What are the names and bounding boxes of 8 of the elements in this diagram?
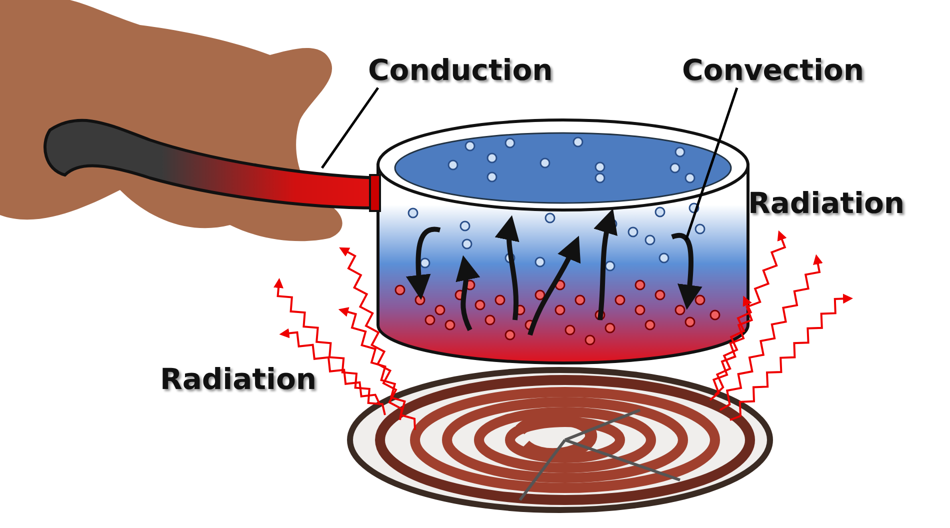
- convection-arrow: [671, 232, 702, 310]
- leader-line: [320, 87, 380, 169]
- leader-line: [684, 87, 738, 240]
- callout-label: Conduction: [368, 53, 553, 88]
- radiation-label: Radiation: [160, 362, 317, 397]
- callout-label: Convection: [682, 53, 864, 88]
- radiation-label: Radiation: [748, 186, 905, 221]
- pan-handle: [44, 118, 381, 212]
